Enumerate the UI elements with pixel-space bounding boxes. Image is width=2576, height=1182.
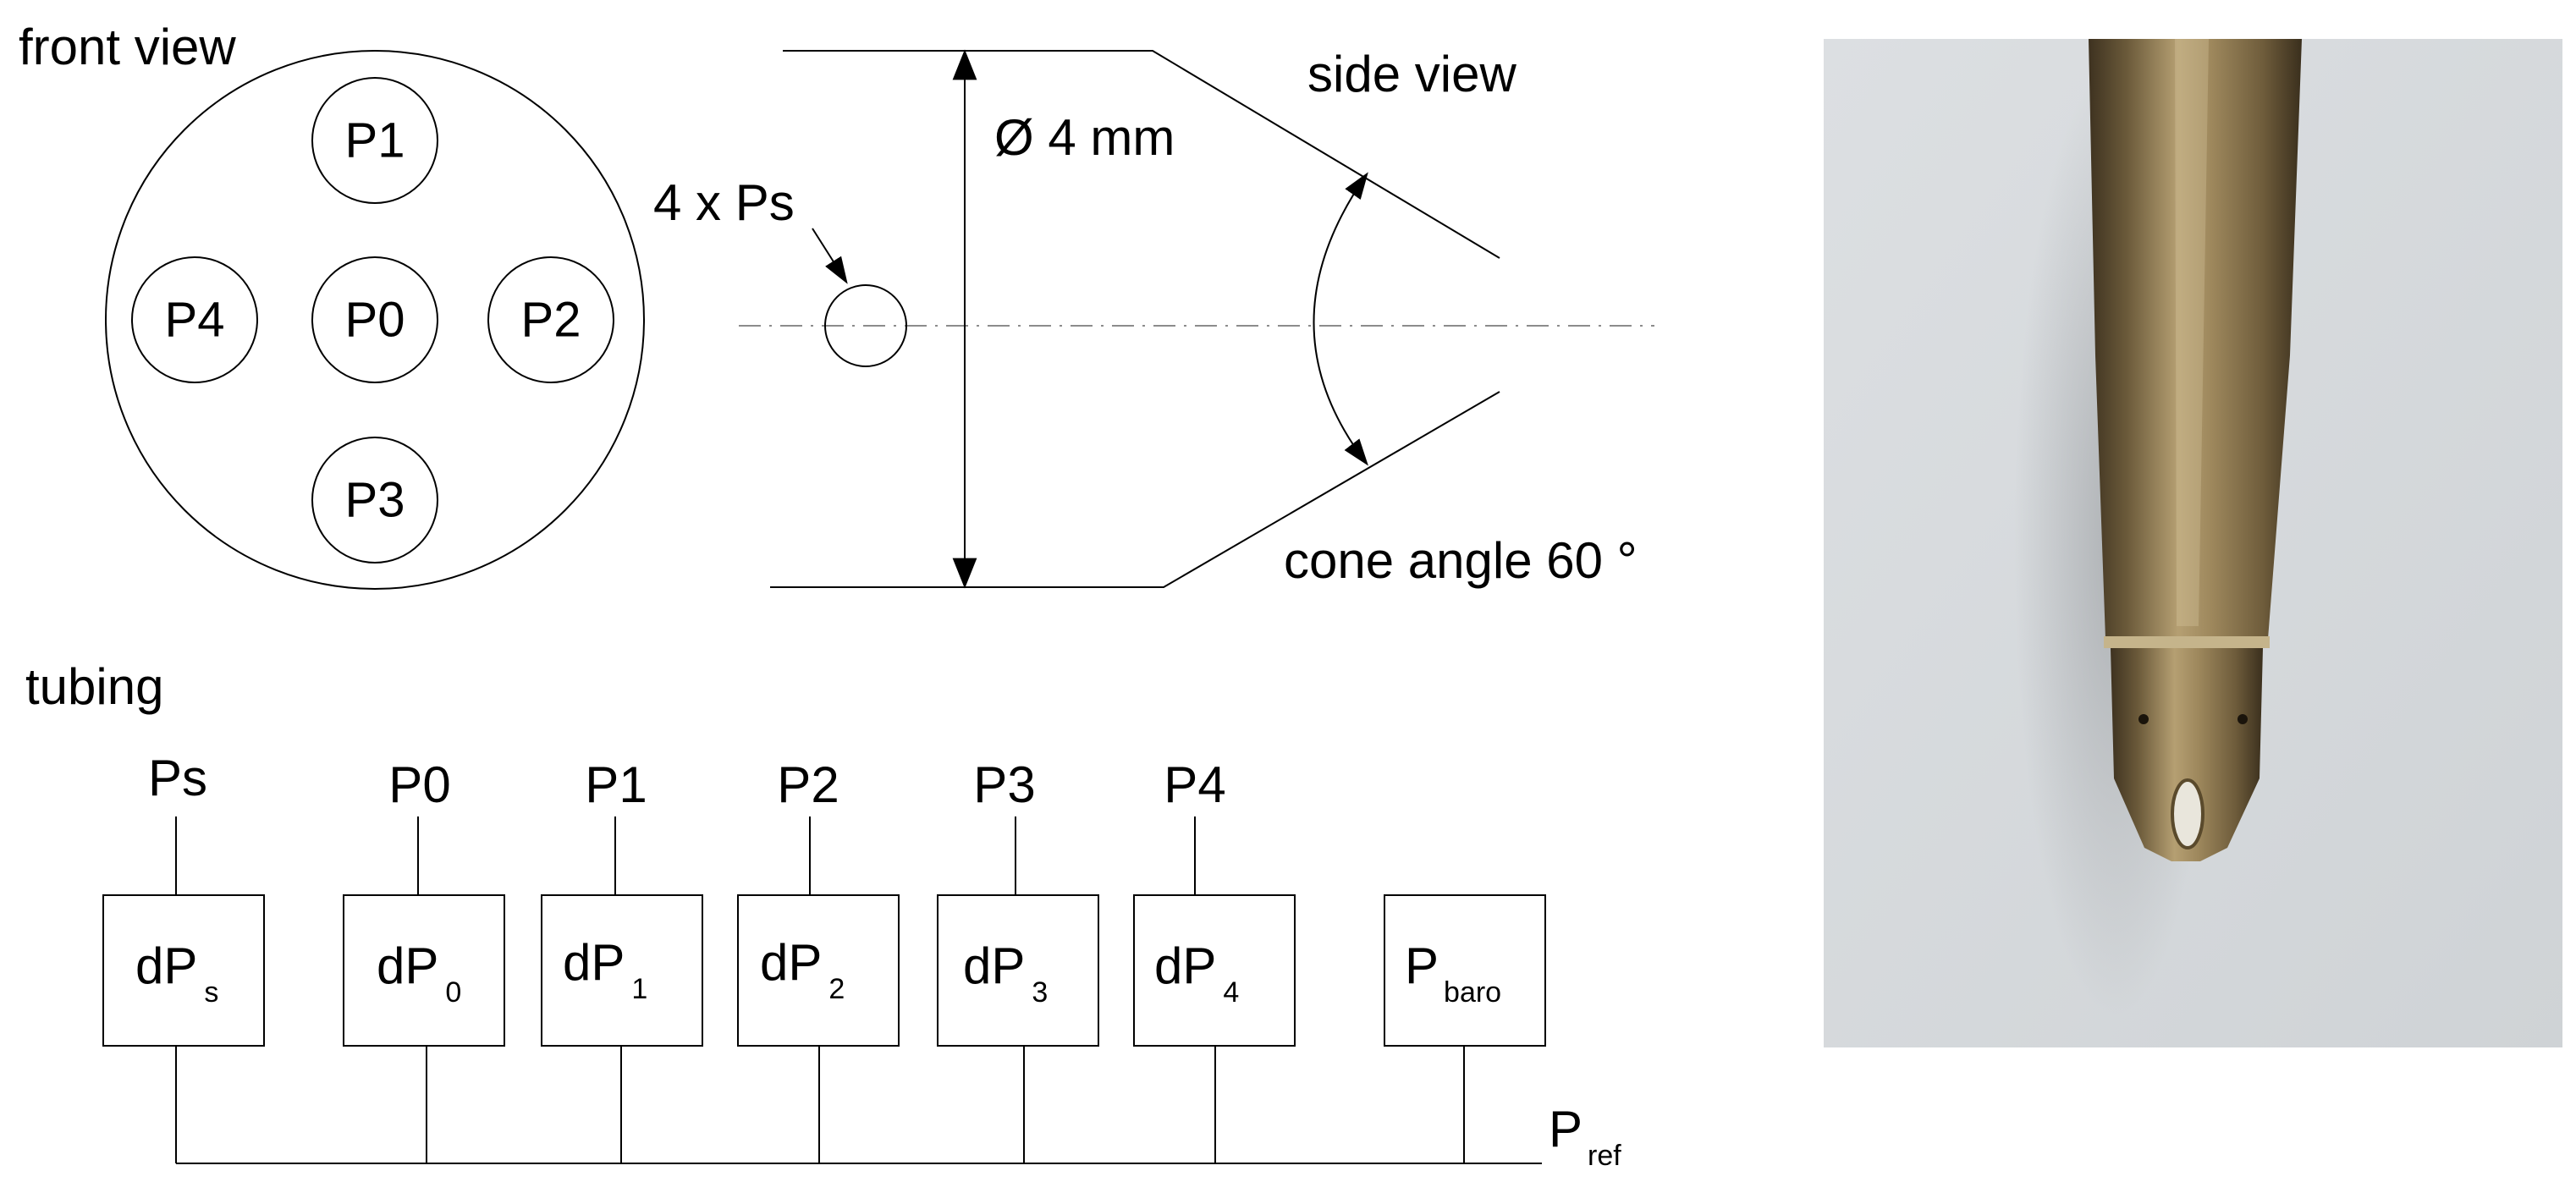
probe-nose: [2111, 648, 2263, 861]
probe-outline-top: [783, 50, 1500, 259]
tubing-title: tubing: [25, 658, 163, 715]
port-p2-label: P2: [521, 293, 581, 348]
sensor-dp2-sub: 2: [828, 973, 845, 1005]
reference-manifold: [175, 1046, 1542, 1164]
probe-highlight: [2175, 39, 2209, 626]
port-p0: P0: [311, 256, 438, 383]
diameter-label: Ø 4 mm: [994, 109, 1175, 166]
probe-photo: [1824, 39, 2562, 1047]
sensor-dp3-box: [937, 894, 1099, 1047]
tubing-port-p0-label: P0: [388, 756, 450, 813]
tubing-port-ps-label: Ps: [148, 750, 207, 806]
sensor-dp0-sub: 0: [445, 976, 461, 1009]
port-p4: P4: [131, 256, 258, 383]
port-p1-circle: [311, 77, 438, 204]
static-port-leader-arrow: [812, 228, 848, 284]
sensor-pbaro-sub: baro: [1444, 976, 1501, 1009]
port-p1: P1: [311, 77, 438, 204]
sensor-dp1-main: dP: [563, 934, 625, 991]
side-view: side view Ø 4 mm 4 x Ps cone angle 60 °: [653, 46, 1654, 589]
static-port-circle: [824, 284, 907, 367]
probe-collar: [2104, 636, 2270, 648]
reference-sub: ref: [1588, 1140, 1621, 1172]
probe-outline-bottom: [770, 391, 1500, 588]
side-view-title: side view: [1307, 46, 1516, 102]
upper-tubes: [175, 816, 1196, 895]
port-p2: P2: [487, 256, 614, 383]
probe-face-circle: [105, 50, 645, 590]
port-p0-label: P0: [345, 293, 405, 348]
probe-tip-opening: [2171, 778, 2204, 849]
front-view: front view P1 P4 P0 P2 P3: [19, 19, 645, 590]
port-p0-circle: [311, 256, 438, 383]
sensor-dp3-main: dP: [963, 937, 1025, 994]
sensor-dps-box: [102, 894, 265, 1047]
front-view-title: front view: [19, 19, 236, 75]
cone-angle-arc: [1313, 172, 1368, 466]
cone-angle-label: cone angle 60 °: [1284, 532, 1638, 589]
tubing-port-p2-label: P2: [777, 756, 839, 813]
sensor-pbaro-main: P: [1405, 937, 1439, 994]
sensor-dps-sub: s: [204, 976, 218, 1009]
sensor-dp3-sub: 3: [1032, 976, 1048, 1009]
tubing-port-p1-label: P1: [585, 756, 647, 813]
port-p2-circle: [487, 256, 614, 383]
tubing-port-p4-label: P4: [1164, 756, 1225, 813]
sensor-dps-main: dP: [135, 937, 197, 994]
port-p1-label: P1: [345, 113, 405, 168]
probe-static-hole-left: [2138, 714, 2149, 724]
sensor-dp4-main: dP: [1154, 937, 1216, 994]
sensor-dp2-main: dP: [760, 934, 822, 991]
tubing-port-p3-label: P3: [973, 756, 1035, 813]
port-p3-label: P3: [345, 473, 405, 528]
reference-main: P: [1549, 1101, 1582, 1157]
sensor-dp4-sub: 4: [1223, 976, 1239, 1009]
probe-static-hole-right: [2237, 714, 2248, 724]
static-port-label: 4 x Ps: [653, 174, 795, 231]
sensor-dp0-box: [343, 894, 505, 1047]
sensor-dp0-main: dP: [377, 937, 438, 994]
port-p3-circle: [311, 437, 438, 564]
port-p3: P3: [311, 437, 438, 564]
port-p4-circle: [131, 256, 258, 383]
port-p4-label: P4: [165, 293, 225, 348]
probe-shaft: [2089, 39, 2302, 639]
sensor-dp1-sub: 1: [631, 973, 647, 1005]
